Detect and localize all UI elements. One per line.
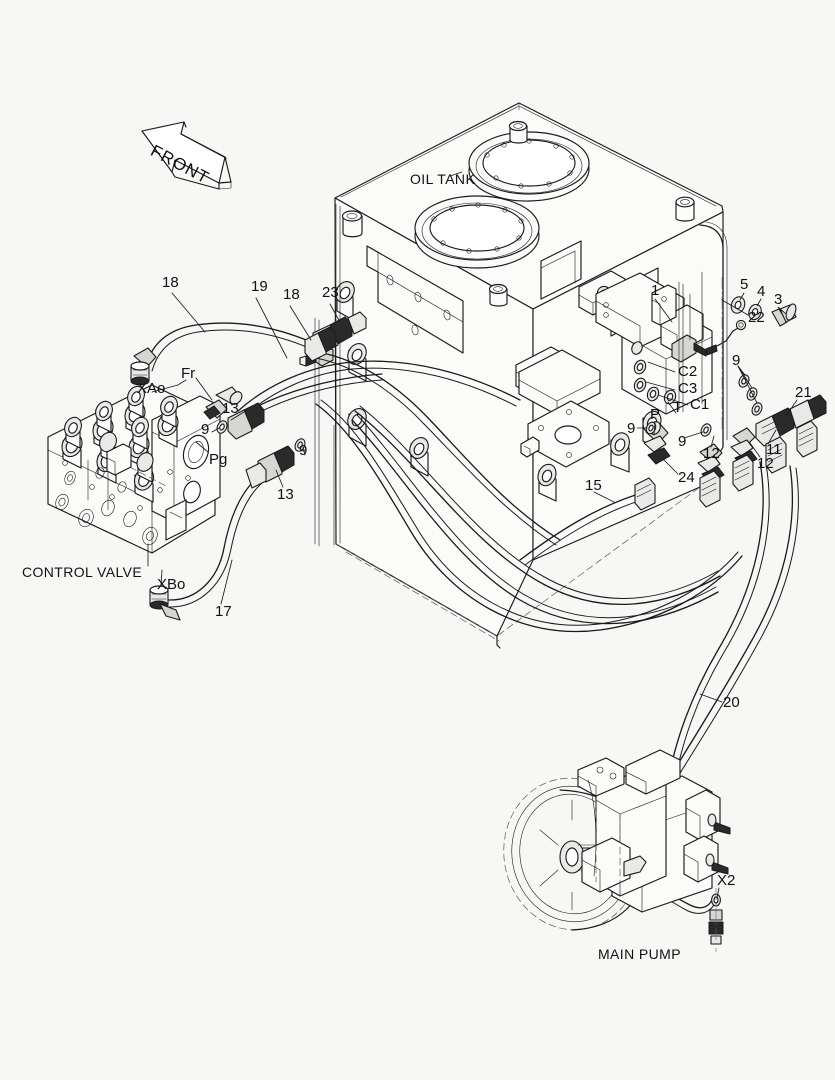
port-label-xbo: XBo [157, 576, 186, 593]
main-pump-label: MAIN PUMP [598, 946, 681, 962]
port-label-pg: Pg [209, 451, 228, 468]
hose-15 [519, 491, 649, 566]
fitting-xbo [149, 585, 181, 621]
item-number-19: 19 [251, 278, 268, 295]
item-number-1: 1 [651, 282, 660, 299]
item-number-18-a: 18 [162, 274, 179, 291]
tank-top-boss-right [675, 196, 695, 222]
tank-top-boss-front [488, 283, 508, 307]
fitting-24 [643, 421, 671, 465]
item-number-17: 17 [215, 603, 232, 620]
oil-tank-label: OIL TANK [410, 171, 476, 187]
item-number-12-a: 12 [703, 445, 720, 462]
item-number-11: 11 [766, 441, 782, 458]
item-number-13-a: 13 [222, 400, 239, 417]
solenoid-valve-block [595, 271, 747, 430]
item-number-9-e: 9 [627, 420, 636, 437]
leader-lines [147, 171, 798, 899]
fitting-11-21 [755, 394, 827, 447]
hose-ferrules-right [699, 420, 818, 508]
hose-20b [667, 461, 770, 785]
fitting-fr [203, 386, 243, 420]
hose-20-to-pump [661, 465, 799, 795]
item-number-23: 23 [322, 284, 339, 301]
fitting-18-mid [304, 326, 337, 362]
item-number-15: 15 [585, 477, 602, 494]
fitting-xao [130, 347, 157, 386]
fitting-13-b [245, 438, 306, 489]
main-pump-graphic [503, 749, 731, 952]
port-label-x2: X2 [717, 872, 736, 889]
fitting-15-ferrule [634, 477, 656, 511]
front-arrow-graphic [141, 121, 232, 190]
bolt-kit-graphic [730, 296, 797, 327]
port-label-c2: C2 [678, 363, 698, 380]
fitting-13-a [216, 402, 265, 440]
washers-9 [645, 374, 763, 437]
item-number-12-b: 12 [757, 455, 774, 472]
tank-top-boss-left [341, 210, 363, 238]
item-number-18-b: 18 [283, 286, 300, 303]
item-number-21: 21 [795, 384, 812, 401]
tank-flange-square-a [518, 349, 601, 416]
item-number-4: 4 [757, 283, 766, 300]
hose-19-leg [315, 351, 561, 546]
port-label-t: T [673, 399, 683, 416]
port-label-c1: C1 [690, 396, 710, 413]
tank-top-boss-mid [508, 120, 528, 144]
hose-18-upper [146, 322, 312, 372]
tank-left-bracket [366, 245, 464, 354]
item-number-24: 24 [678, 469, 695, 486]
item-number-13-b: 13 [277, 486, 294, 503]
port-label-xao: XAo [137, 380, 166, 397]
port-label-fr: Fr [181, 365, 196, 382]
control-valve-graphic [47, 384, 221, 554]
item-number-20: 20 [723, 694, 740, 711]
hose-17 [167, 473, 268, 608]
item-number-9-c: 9 [732, 352, 741, 369]
control-valve-label: CONTROL VALVE [22, 564, 143, 580]
port-label-p: P [650, 406, 661, 423]
item-number-9-a: 9 [201, 421, 210, 438]
tank-left-bosses [335, 280, 429, 477]
solenoid-ports [631, 341, 677, 405]
hose-bundle-main [315, 399, 743, 633]
tank-port-flange-a [468, 131, 590, 202]
item-number-3: 3 [774, 291, 783, 308]
item-number-5: 5 [740, 276, 749, 293]
tank-port-flange-b [414, 195, 540, 269]
item-number-9-b: 9 [299, 442, 308, 459]
item-number-22: 22 [748, 309, 765, 326]
port-label-c3: C3 [678, 380, 698, 397]
item-number-9-d: 9 [678, 433, 687, 450]
